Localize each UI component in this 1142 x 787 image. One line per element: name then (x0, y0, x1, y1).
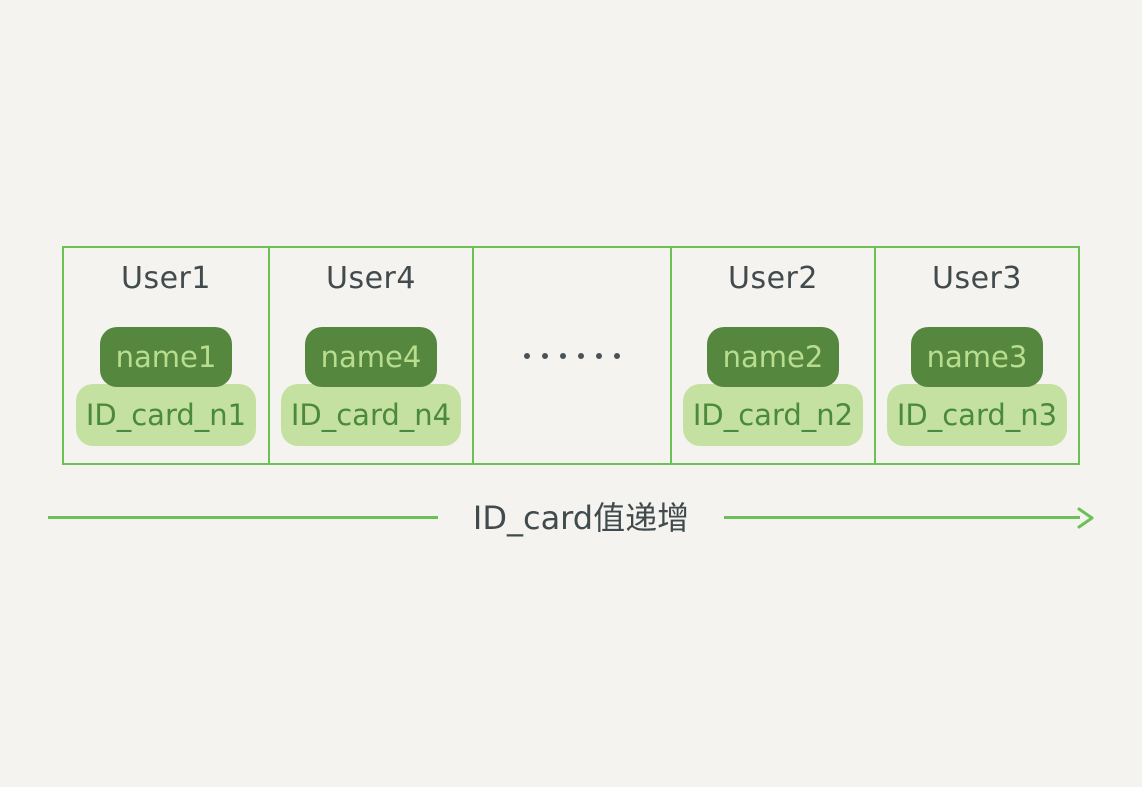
pill-stack: name4 ID_card_n4 (270, 327, 472, 446)
arrow-line-right (724, 516, 1080, 519)
id-card-pill: ID_card_n2 (682, 384, 864, 446)
ellipsis-icon (524, 353, 620, 359)
id-card-pill: ID_card_n3 (886, 384, 1068, 446)
table-cell-user4: User4 name4 ID_card_n4 (270, 248, 474, 463)
table-cell-user1: User1 name1 ID_card_n1 (64, 248, 270, 463)
user-table: User1 name1 ID_card_n1 User4 name4 ID_ca… (62, 246, 1080, 465)
arrow-right-icon (1071, 505, 1097, 531)
cell-title: User1 (121, 261, 211, 296)
ellipsis-dot (560, 353, 566, 359)
cell-title: User3 (932, 261, 1022, 296)
id-card-pill: ID_card_n1 (75, 384, 257, 446)
arrow-caption: ID_card值递增 (472, 499, 690, 537)
name-pill: name2 (706, 327, 840, 387)
ellipsis-dot (542, 353, 548, 359)
arrow-line-left (48, 516, 438, 519)
name-pill: name4 (304, 327, 438, 387)
ellipsis-dot (596, 353, 602, 359)
cell-title: User4 (326, 261, 416, 296)
cell-title: User2 (728, 261, 818, 296)
name-pill: name3 (910, 327, 1044, 387)
ellipsis-wrap (474, 248, 670, 463)
ellipsis-dot (578, 353, 584, 359)
increment-arrow: ID_card值递增 (48, 495, 1094, 541)
table-cell-user3: User3 name3 ID_card_n3 (876, 248, 1078, 463)
table-cell-ellipsis (474, 248, 672, 463)
name-pill: name1 (99, 327, 233, 387)
ellipsis-dot (524, 353, 530, 359)
ellipsis-dot (614, 353, 620, 359)
pill-stack: name1 ID_card_n1 (64, 327, 268, 446)
pill-stack: name2 ID_card_n2 (672, 327, 874, 446)
id-card-pill: ID_card_n4 (280, 384, 462, 446)
pill-stack: name3 ID_card_n3 (876, 327, 1078, 446)
table-cell-user2: User2 name2 ID_card_n2 (672, 248, 876, 463)
